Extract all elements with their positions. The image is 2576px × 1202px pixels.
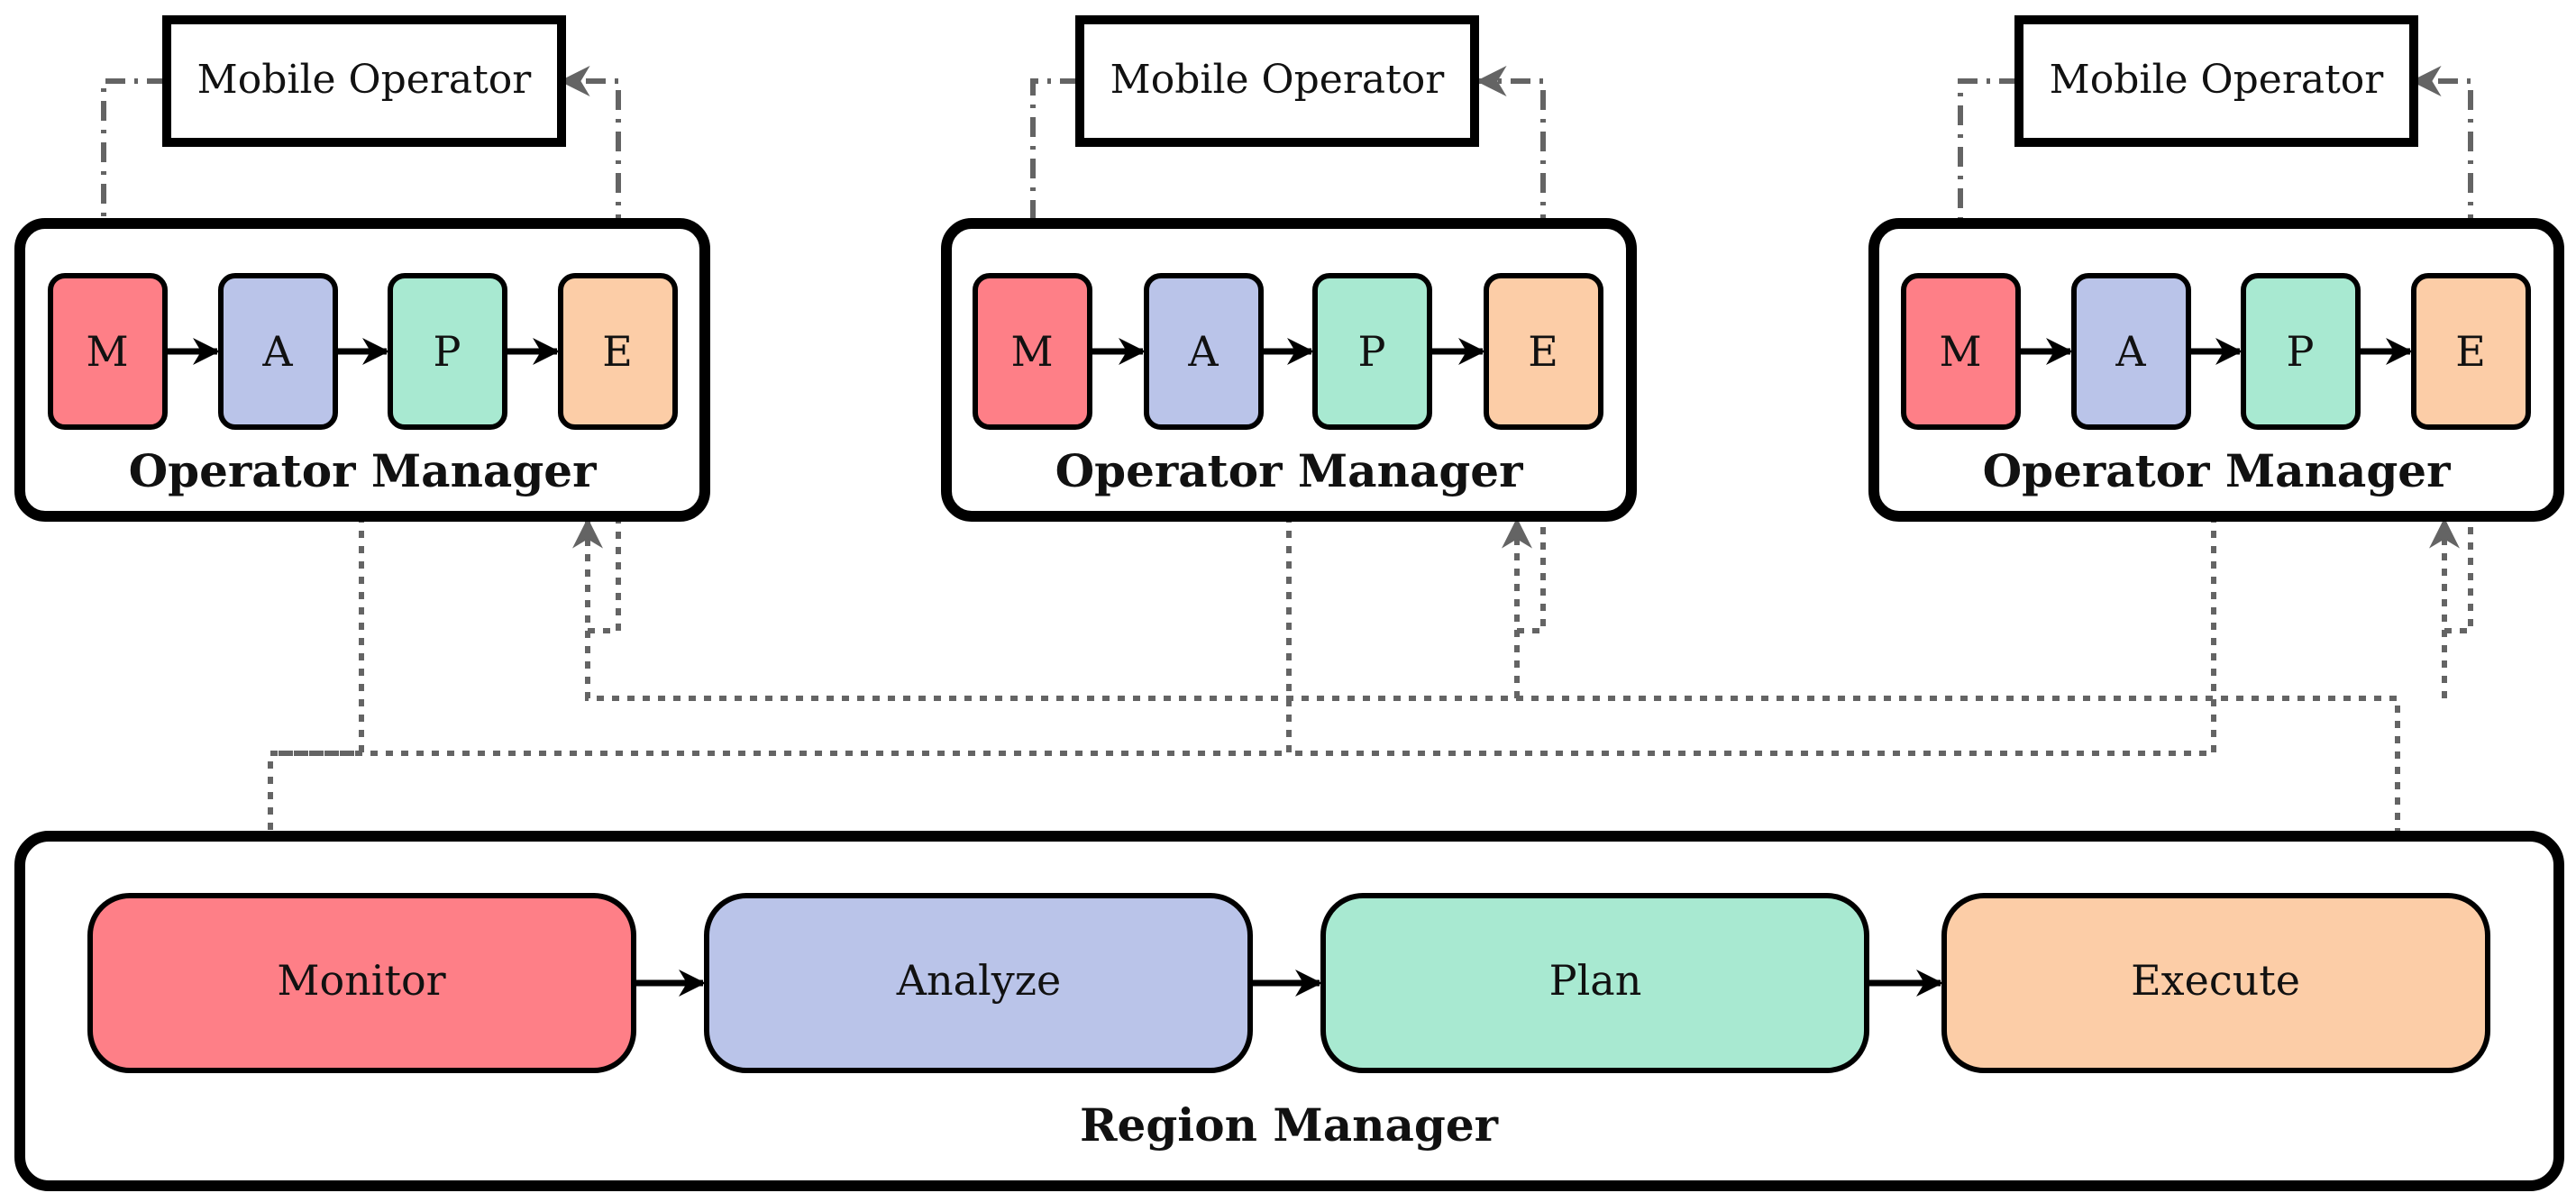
region-manager: Monitor Analyze Plan Execute Region Mana… (14, 831, 2564, 1191)
region-plan-box (1320, 893, 1869, 1073)
stage-p-box (2241, 273, 2361, 430)
operator-group-2: Mobile Operator M A P E Operator Manager (941, 15, 1637, 522)
stage-a-box (218, 273, 338, 430)
e-to-operator-1-connector (559, 66, 621, 276)
stage-e-label: E (2455, 327, 2486, 376)
region-monitor-box (87, 893, 636, 1073)
operator-group-1: Mobile Operator M A P E Operator Manager (14, 15, 710, 522)
stage-p-box (388, 273, 507, 430)
operator-3-to-m-connector (1945, 78, 2019, 276)
e-to-operator-3-connector (2410, 66, 2473, 276)
mobile-operator-box (2014, 15, 2418, 147)
region-analyze-box (704, 893, 1253, 1073)
operator-group-3: Mobile Operator M A P E Operator Manager (1868, 15, 2564, 522)
stage-p-label: P (1358, 327, 1386, 376)
operator-manager-box (1868, 218, 2564, 522)
om3-to-region-bus (1289, 515, 2216, 756)
stage-m-box (973, 273, 1092, 430)
region-analyze-label: Analyze (896, 956, 1061, 1005)
operator-manager-title: Operator Manager (1055, 444, 1524, 497)
stage-a-box (2071, 273, 2191, 430)
stage-p-label: P (2287, 327, 2315, 376)
region-execute-label: Execute (2131, 956, 2300, 1005)
stage-a-box (1144, 273, 1264, 430)
stage-m-label: M (86, 327, 128, 376)
e-to-operator-2-connector (1475, 66, 1546, 276)
mobile-operator-label: Mobile Operator (2050, 57, 2385, 103)
mobile-operator-label: Mobile Operator (1110, 57, 1446, 103)
stage-m-label: M (1010, 327, 1053, 376)
region-plan-label: Plan (1549, 956, 1642, 1005)
operator-manager-box (941, 218, 1637, 522)
mobile-operator-box (162, 15, 566, 147)
operator-manager-title: Operator Manager (1983, 444, 2452, 497)
region-execute-to-bus (585, 541, 2400, 897)
stage-p-box (1312, 273, 1432, 430)
om2-to-region-bus (270, 515, 1292, 756)
stage-e-label: E (1528, 327, 1558, 376)
stage-m-box (48, 273, 168, 430)
stage-a-label: A (1187, 327, 1219, 376)
om1-to-e-connector (588, 429, 634, 633)
stage-e-box (1484, 273, 1603, 430)
stage-e-box (2411, 273, 2531, 430)
operator-2-to-m-connector (1018, 78, 1080, 276)
operator-manager-title: Operator Manager (129, 444, 598, 497)
region-monitor-label: Monitor (277, 956, 445, 1005)
region-manager-box (14, 831, 2564, 1191)
stage-m-label: M (1939, 327, 1981, 376)
stage-e-box (558, 273, 678, 430)
region-manager-title: Region Manager (1080, 1098, 1499, 1152)
region-execute-box (1941, 893, 2490, 1073)
stage-p-label: P (434, 327, 461, 376)
mobile-operator-box (1075, 15, 1479, 147)
stage-a-label: A (2115, 327, 2146, 376)
stage-m-box (1901, 273, 2021, 430)
stage-e-label: E (602, 327, 633, 376)
mobile-operator-label: Mobile Operator (197, 57, 533, 103)
stage-a-label: A (261, 327, 293, 376)
om1-to-region-monitor (255, 515, 364, 896)
operator-manager-box (14, 218, 710, 522)
